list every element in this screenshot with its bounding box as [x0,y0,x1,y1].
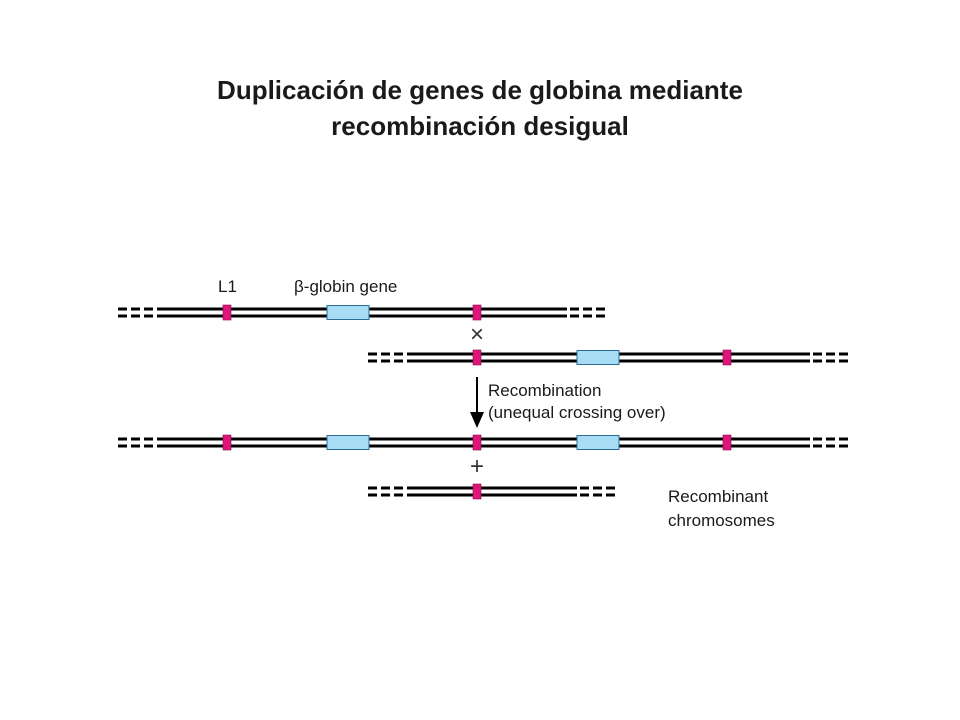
recombination-arrow [470,377,484,428]
l1-label: L1 [218,277,237,296]
slide-title: Duplicación de genes de globina mediante… [0,72,960,144]
chromosomes-label: chromosomes [668,511,775,530]
title-line-2: recombinación desigual [331,111,629,141]
recombinant-label: Recombinant [668,487,768,506]
dashed-end-left [368,486,405,497]
beta-globin-gene [326,435,370,450]
unequal-crossing-over-label: (unequal crossing over) [488,403,666,422]
beta-symbol: β [294,277,304,296]
beta-globin-label: β-globin gene [294,277,397,296]
l1-element [222,304,232,321]
l1-element [472,349,482,366]
recombination-label: Recombination [488,381,601,400]
dna-double-strand [407,486,577,497]
dashed-end-right [813,352,850,363]
plus-symbol: + [470,453,484,480]
chromosome-2 [368,349,850,366]
title-line-1: Duplicación de genes de globina mediante [217,75,743,105]
chromosome-1 [118,304,608,321]
dashed-end-left [118,437,155,448]
l1-element [722,434,732,451]
dashed-end-right [570,307,608,318]
recombinant-chromosome-duplication [118,434,850,451]
l1-element [722,349,732,366]
beta-globin-gene [576,435,620,450]
l1-element [472,483,482,500]
beta-globin-gene [576,350,620,365]
crossover-symbol: × [470,321,484,348]
beta-globin-gene [326,305,370,320]
l1-element [222,434,232,451]
l1-element [472,304,482,321]
l1-element [472,434,482,451]
dna-double-strand [157,437,810,448]
globin-gene-text: -globin gene [304,277,398,296]
dashed-end-left [368,352,405,363]
recombinant-chromosome-deletion [368,483,617,500]
dashed-end-left [118,307,155,318]
dashed-end-right [580,486,617,497]
dashed-end-right [813,437,850,448]
